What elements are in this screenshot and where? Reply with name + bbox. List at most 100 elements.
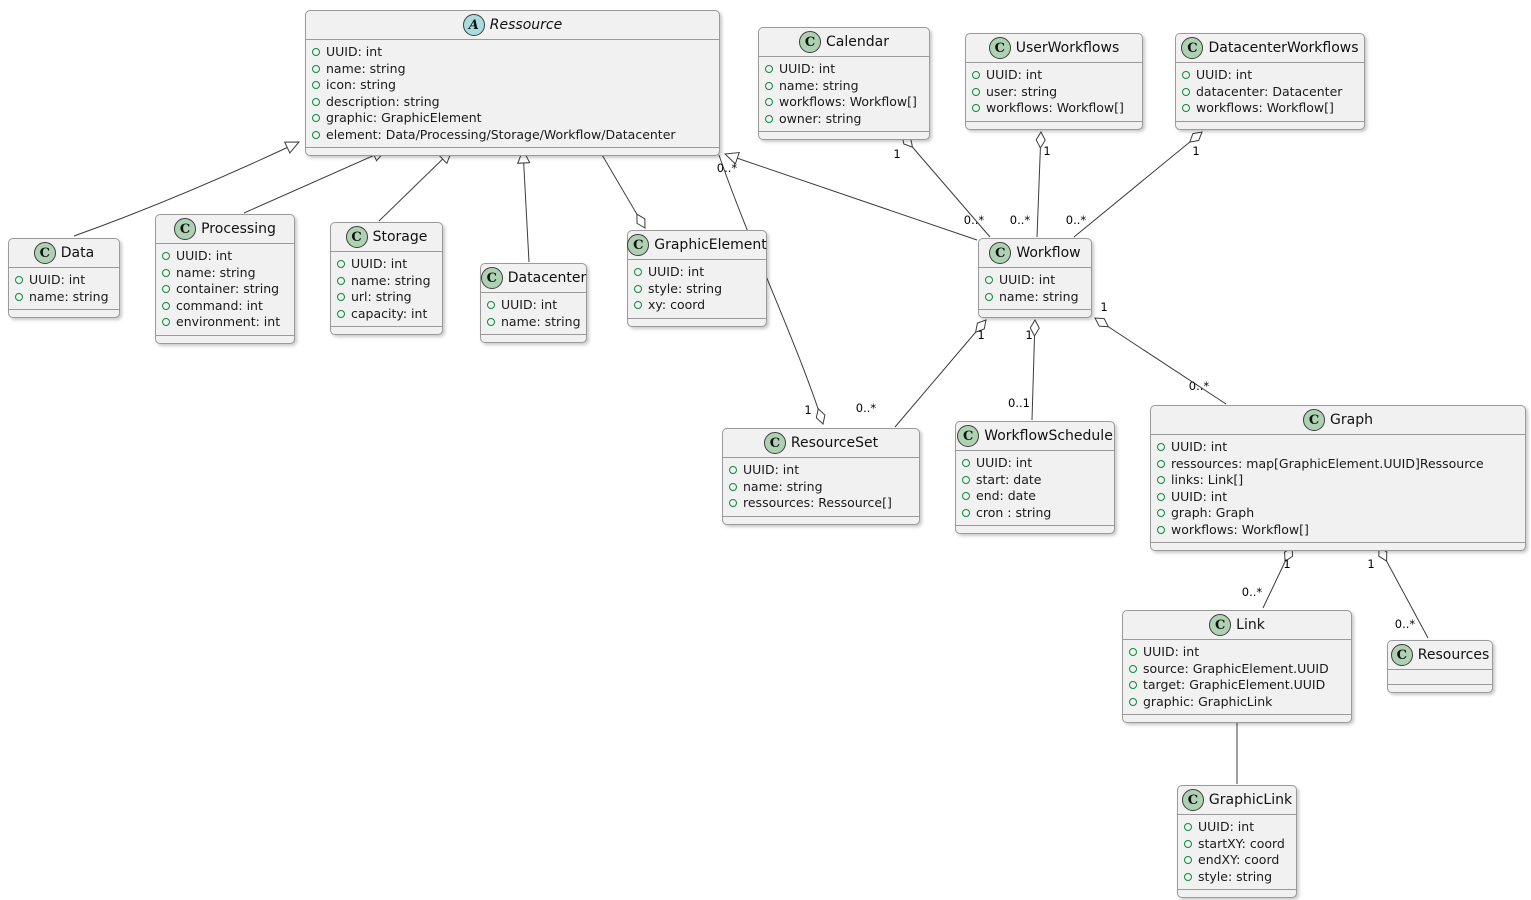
class-name: GraphicElement [654, 237, 767, 253]
attributes-section [1388, 670, 1492, 684]
multiplicity-label: 0..* [1010, 213, 1031, 227]
class-attribute: endXY: coord [1184, 852, 1290, 869]
attribute-text: cron : string [976, 504, 1052, 520]
class-attribute: graphic: GraphicLink [1129, 694, 1345, 711]
field-bullet-icon [962, 508, 970, 517]
field-bullet-icon [729, 499, 737, 508]
field-bullet-icon [162, 252, 170, 261]
class-icon: C [345, 226, 368, 248]
class-attribute: UUID: int [634, 264, 760, 281]
class-icon: C [957, 425, 980, 447]
field-bullet-icon [1184, 839, 1192, 848]
attribute-text: UUID: int [326, 44, 383, 59]
field-bullet-icon [162, 268, 170, 277]
field-bullet-icon [337, 260, 345, 269]
attribute-text: style: string [1198, 868, 1273, 884]
multiplicity-label: 1 [1283, 557, 1290, 571]
class-attribute: command: int [162, 298, 288, 315]
class-attribute: links: Link[] [1157, 472, 1519, 489]
field-bullet-icon [962, 459, 970, 468]
field-bullet-icon [1129, 648, 1137, 657]
aggregation-edge-ressource-graphicelement [597, 147, 646, 229]
field-bullet-icon [1182, 71, 1190, 80]
class-attribute: name: string [15, 289, 113, 306]
class-name: DatacenterWorkflows [1208, 40, 1359, 56]
multiplicity-label: 1 [1043, 144, 1050, 158]
class-attribute: description: string [312, 94, 713, 111]
field-bullet-icon [312, 97, 320, 106]
class-attribute: ressources: Ressource[] [729, 495, 913, 512]
attribute-text: name: string [29, 288, 109, 304]
attribute-text: name: string [743, 478, 823, 494]
class-attribute: name: string [487, 313, 581, 331]
class-attribute: xy: coord [634, 297, 760, 314]
methods-section [1176, 120, 1364, 129]
field-bullet-icon [1157, 476, 1165, 485]
class-name: Ressource [489, 17, 563, 33]
aggregation-edge-link-graph [1262, 546, 1294, 609]
methods-section [1151, 542, 1525, 550]
methods-section [306, 147, 719, 155]
class-attribute: graphic: GraphicElement [312, 110, 713, 127]
class-name: Processing [201, 221, 276, 237]
attribute-text: UUID: int [176, 248, 233, 263]
methods-section [331, 326, 442, 334]
class-attribute: start: date [962, 472, 1108, 489]
field-bullet-icon [1157, 459, 1165, 468]
methods-section [979, 309, 1091, 317]
attribute-text: name: string [501, 313, 581, 329]
class-name: Link [1236, 617, 1265, 633]
class-attribute: name: string [337, 273, 436, 290]
attribute-text: name: string [351, 272, 431, 288]
field-bullet-icon [1182, 104, 1190, 113]
field-bullet-icon [634, 301, 642, 310]
class-icon: C [1181, 789, 1204, 811]
class-attribute: container: string [162, 281, 288, 298]
aggregation-edge-resources-graph [1378, 546, 1429, 639]
class-attribute: startXY: coord [1184, 836, 1290, 853]
multiplicity-label: 0..* [1066, 213, 1087, 227]
class-attribute: name: string [729, 479, 913, 496]
attribute-text: target: GraphicElement.UUID [1143, 677, 1326, 692]
class-attribute: UUID: int [487, 297, 580, 314]
attribute-text: UUID: int [1198, 819, 1255, 834]
field-bullet-icon [729, 482, 737, 491]
attribute-text: endXY: coord [1198, 852, 1280, 867]
field-bullet-icon [765, 114, 773, 123]
field-bullet-icon [1157, 525, 1165, 534]
class-attribute: UUID: int [1157, 489, 1519, 506]
class-attribute: workflows: Workflow[] [1157, 522, 1519, 539]
attribute-text: UUID: int [1171, 439, 1228, 454]
methods-section [759, 131, 929, 139]
class-attribute: workflows: Workflow[] [765, 94, 923, 111]
methods-section [723, 515, 919, 524]
class-name: Graph [1330, 412, 1373, 428]
attribute-text: UUID: int [976, 455, 1033, 470]
field-bullet-icon [1129, 697, 1137, 706]
multiplicity-label: 0..* [856, 401, 877, 415]
class-icon: C [988, 37, 1011, 59]
